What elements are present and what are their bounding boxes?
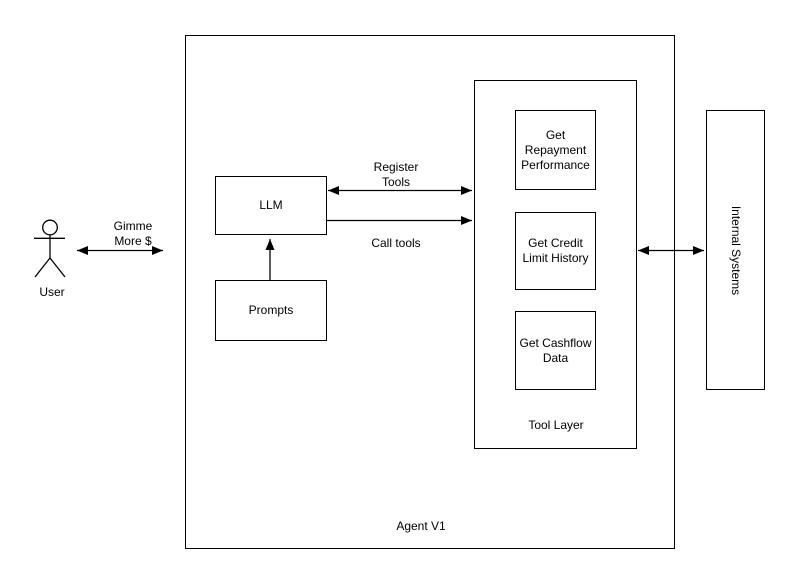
- llm-label: LLM: [259, 198, 283, 212]
- prompts-box: Prompts: [215, 280, 327, 341]
- tool-box-label: Get Cashflow Data: [519, 335, 592, 365]
- agent-v1-box: [185, 35, 675, 549]
- agent-v1-label: Agent V1: [396, 519, 446, 533]
- tool-box-label: Get Credit Limit History: [522, 236, 589, 265]
- internal-systems-label: Internal Systems: [729, 205, 743, 295]
- user-stick-figure-icon: [34, 219, 66, 278]
- user-message-label: Gimme More $: [113, 219, 153, 248]
- user-label: User: [39, 285, 65, 299]
- tool-box-get-repayment-performance: Get Repayment Performance: [515, 110, 596, 190]
- register-tools-label: Register Tools: [373, 160, 419, 189]
- llm-box: LLM: [215, 176, 327, 235]
- tool-box-get-cashflow-data: Get Cashflow Data: [515, 311, 596, 390]
- tool-box-get-credit-limit-history: Get Credit Limit History: [515, 212, 596, 290]
- tool-layer-label: Tool Layer: [528, 418, 584, 432]
- tool-layer-box: [474, 80, 637, 449]
- internal-systems-box: Internal Systems: [706, 110, 765, 390]
- tool-box-label: Get Repayment Performance: [521, 127, 590, 172]
- prompts-label: Prompts: [248, 303, 294, 317]
- call-tools-label: Call tools: [371, 236, 421, 250]
